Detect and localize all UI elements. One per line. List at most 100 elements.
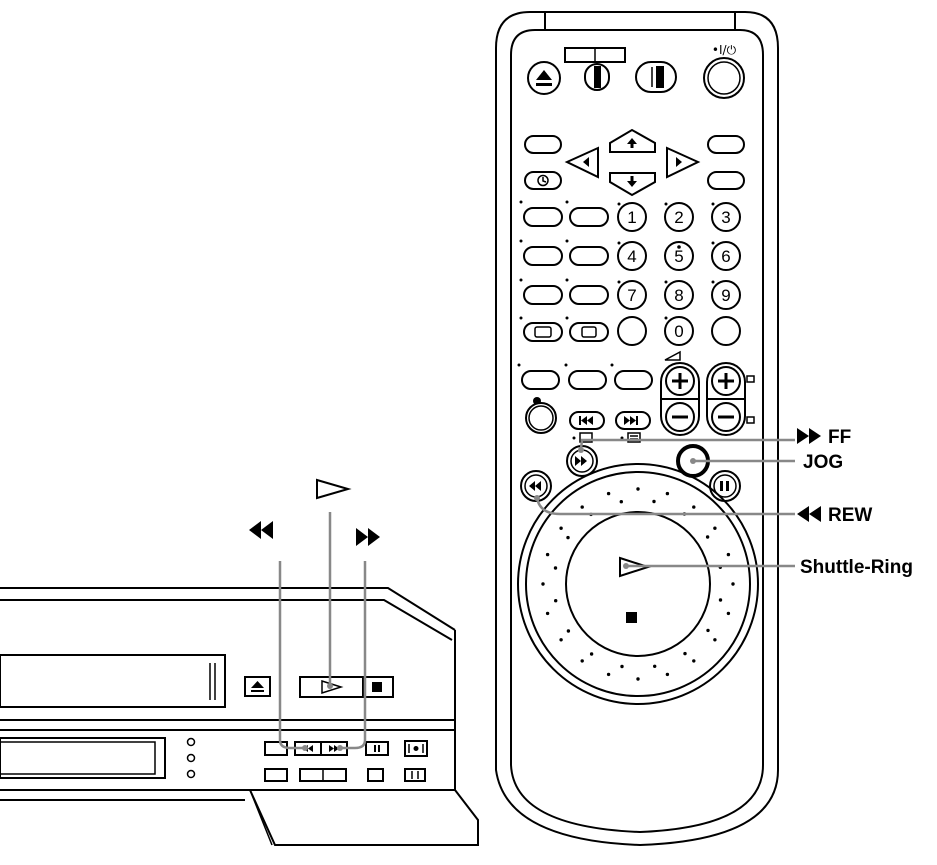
next-index-button[interactable] (615, 411, 651, 430)
record-button[interactable] (525, 397, 557, 434)
arrow-left-button[interactable] (564, 146, 599, 179)
number-key-4[interactable] (617, 241, 647, 271)
channel-rocker[interactable] (706, 362, 755, 436)
clock-icon (537, 174, 549, 187)
remote-control: •I/⏻ (495, 11, 779, 847)
number-keypad: 1 2 3 4 5 6 7 8 9 0 (617, 202, 741, 346)
deck-play-symbol-icon (316, 478, 352, 500)
number-key-label: 6 (721, 247, 730, 266)
rew-label: REW (828, 505, 872, 526)
number-key-label: 4 (627, 247, 636, 266)
shuttle-ring-dot (713, 638, 717, 642)
shuttle-ring-dot (554, 599, 558, 603)
shuttle-ring-dot (566, 535, 570, 540)
shuttle-ring-dot (705, 535, 710, 539)
remote-slide-switch-1[interactable] (564, 47, 626, 91)
shuttle-ring-dot (665, 491, 670, 496)
shuttle-ring-label: Shuttle-Ring (800, 557, 913, 578)
input-select-button[interactable] (523, 322, 563, 342)
number-key-2[interactable] (664, 202, 694, 232)
remote-oval-buttons-left (519, 200, 609, 342)
shuttle-ring-dot (541, 582, 545, 586)
shuttle-center-dial[interactable] (565, 511, 711, 657)
ff-label: FF (828, 427, 851, 448)
remote-oval-button[interactable] (707, 135, 745, 154)
shuttle-ring-dot (683, 651, 687, 656)
rew-symbol-icon (797, 506, 821, 522)
remote-oval-button[interactable] (707, 171, 745, 190)
number-key-8[interactable] (664, 280, 694, 310)
shuttle-ring-dot (545, 552, 550, 557)
remote-oval-button[interactable] (521, 370, 560, 390)
shuttle-ring-dot (706, 628, 710, 633)
shuttle-ring-dot (580, 659, 584, 663)
shuttle-ring-dot (713, 526, 717, 530)
remote-oval-button[interactable] (523, 285, 563, 305)
deck-eject-button[interactable] (244, 676, 271, 697)
remote-oval-button[interactable] (614, 370, 653, 390)
remote-blank-key[interactable] (711, 316, 741, 346)
remote-oval-button[interactable] (524, 135, 562, 154)
remote-oval-row (517, 363, 653, 390)
deck-stop-button[interactable] (362, 676, 394, 698)
number-key-label: 7 (627, 286, 636, 305)
number-key-9[interactable] (711, 280, 741, 310)
shuttle-ring-dot (692, 659, 696, 663)
number-key-3[interactable] (711, 202, 741, 232)
remote-slide-switch-2[interactable] (635, 61, 677, 93)
shuttle-ring-dot (731, 582, 735, 586)
jog-label: JOG (803, 452, 843, 473)
remote-oval-button[interactable] (569, 207, 609, 227)
remote-oval-button[interactable] (568, 370, 607, 390)
shuttle-ring-dot (620, 664, 624, 669)
remote-pause-button[interactable] (709, 470, 741, 502)
remote-oval-button[interactable] (569, 246, 609, 266)
number-key-1[interactable] (617, 202, 647, 232)
volume-ramp-icon (664, 350, 681, 361)
remote-oval-button[interactable] (569, 285, 609, 305)
vcr-deck (0, 587, 479, 846)
number-key-label: 9 (721, 286, 730, 305)
shuttle-ring-dot (636, 677, 640, 681)
arrow-right-button[interactable] (666, 146, 701, 179)
shuttle-ring-dot (606, 491, 611, 496)
number-key-label: 5 (674, 247, 683, 266)
stop-icon (626, 612, 637, 623)
shuttle-ring-dot (718, 598, 723, 602)
shuttle-ring-dot (726, 611, 731, 616)
shuttle-ring-dot (566, 629, 571, 633)
deck-ff-button[interactable] (320, 741, 348, 756)
remote-oval-button[interactable] (523, 207, 563, 227)
number-key-6[interactable] (711, 241, 741, 271)
arrow-up-button[interactable] (609, 128, 656, 153)
arrow-down-button[interactable] (609, 172, 656, 197)
deck-pause-button[interactable] (365, 741, 389, 756)
deck-lower-buttons (264, 740, 428, 782)
number-key-label: 3 (721, 208, 730, 227)
ff-symbol-icon (797, 428, 821, 444)
remote-power-button[interactable] (703, 57, 745, 99)
shuttle-ring[interactable] (517, 463, 759, 705)
shuttle-ring-dot (653, 664, 657, 668)
remote-eject-button[interactable] (527, 61, 561, 95)
play-icon (619, 556, 652, 578)
remote-blank-key[interactable] (617, 316, 647, 346)
number-key-label: 2 (674, 208, 683, 227)
volume-rocker[interactable] (660, 362, 700, 436)
shuttle-ring-dot (619, 500, 623, 504)
prev-index-button[interactable] (569, 411, 605, 430)
number-key-0[interactable] (664, 316, 694, 346)
shuttle-ring-dot (559, 638, 563, 642)
index-button[interactable] (569, 322, 609, 342)
remote-oval-button[interactable] (523, 246, 563, 266)
shuttle-ring-dot (652, 499, 656, 504)
deck-record-button[interactable] (404, 740, 428, 757)
remote-callouts: FF JOG REW Shuttle-Ring (534, 427, 913, 578)
number-key-5[interactable] (664, 241, 694, 271)
shuttle-ring-dot (636, 487, 640, 491)
number-key-7[interactable] (617, 280, 647, 310)
shuttle-ring-dot (559, 526, 563, 530)
number-key-label: 1 (627, 208, 636, 227)
shuttle-ring-dots (541, 487, 735, 681)
